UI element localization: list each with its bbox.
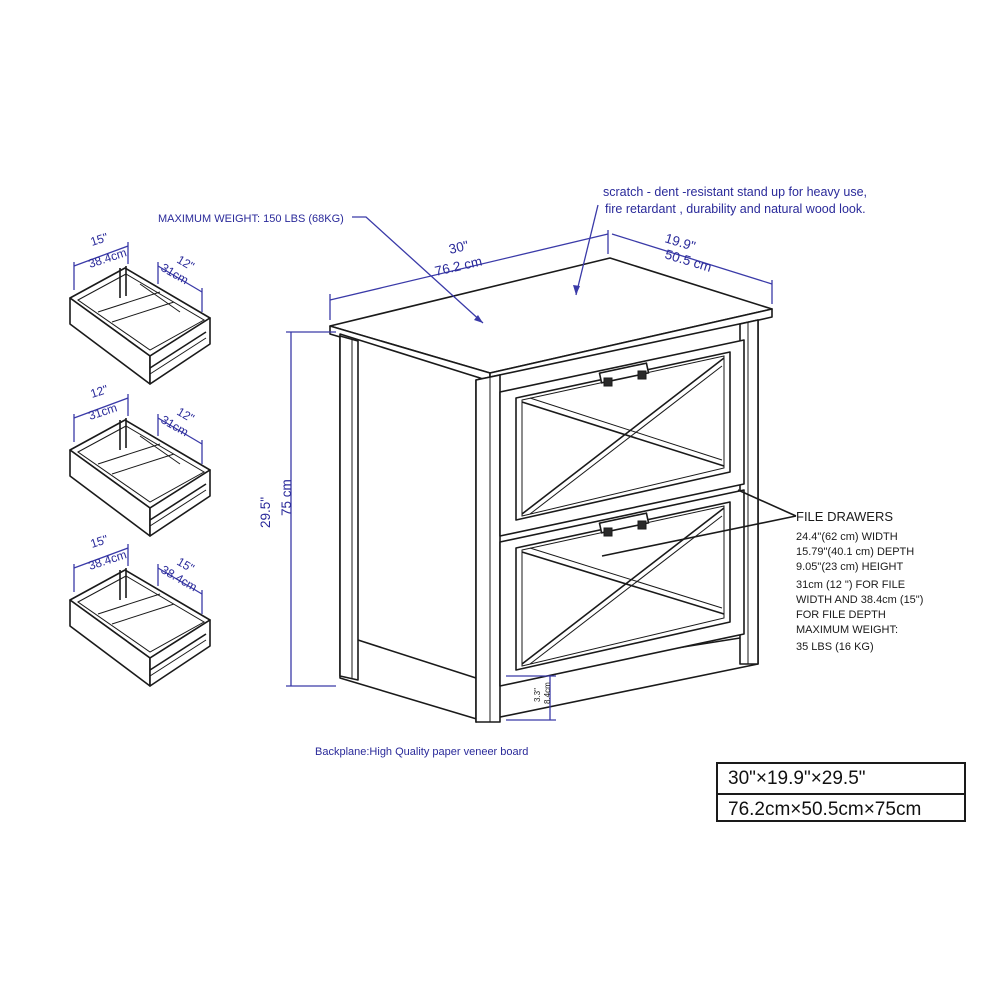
leg-inch-label: 3.3" (533, 688, 542, 702)
overall-dimensions-box: 30"×19.9"×29.5" 76.2cm×50.5cm×75cm (716, 762, 966, 822)
leg-cm-label: 8.4cm (543, 682, 552, 704)
file-drawer-spec-7: 35 LBS (16 KG) (796, 641, 874, 653)
max-weight-label: MAXIMUM WEIGHT: 150 LBS (68KG) (158, 213, 344, 225)
drawer-width-cm: 31cm (87, 400, 119, 422)
file-drawers-title: FILE DRAWERS (796, 509, 893, 524)
backplane-note: Backplane:High Quality paper veneer boar… (315, 746, 528, 758)
file-drawer-spec-3: 31cm (12 ") FOR FILE (796, 579, 905, 591)
height-cm-label: 75 cm (279, 479, 294, 516)
drawer-width-inch: 12" (89, 382, 110, 401)
overall-dimensions-cm: 76.2cm×50.5cm×75cm (718, 793, 964, 824)
file-drawer-spec-1: 15.79"(40.1 cm) DEPTH (796, 546, 914, 558)
width-inch-label: 30" (447, 238, 470, 257)
file-drawer-spec-0: 24.4"(62 cm) WIDTH (796, 531, 898, 543)
file-drawer-spec-6: MAXIMUM WEIGHT: (796, 624, 898, 636)
drawer-width-inch: 15" (89, 532, 110, 551)
upper-drawer (499, 339, 745, 537)
drawer-width-cm: 38.4cm (87, 547, 129, 572)
surface-note-line1: scratch - dent -resistant stand up for h… (603, 185, 867, 199)
dimension-lines (286, 204, 797, 721)
drawer-width-inch: 15" (89, 230, 110, 249)
file-drawers-specs: 24.4"(62 cm) WIDTH 15.79"(40.1 cm) DEPTH… (796, 531, 923, 653)
file-drawer-spec-5: FOR FILE DEPTH (796, 609, 886, 621)
overall-dimensions-inches: 30"×19.9"×29.5" (728, 768, 866, 789)
drawer-width-cm: 38.4cm (87, 245, 129, 270)
height-inch-label: 29.5" (258, 497, 273, 528)
surface-note-line2: fire retardant , durability and natural … (605, 202, 866, 216)
file-drawer-spec-4: WIDTH AND 38.4cm (15") (796, 594, 923, 606)
width-cm-label: 76.2 cm (433, 254, 483, 279)
file-drawer-spec-2: 9.05"(23 cm) HEIGHT (796, 561, 903, 573)
cabinet-drawing (329, 257, 773, 723)
